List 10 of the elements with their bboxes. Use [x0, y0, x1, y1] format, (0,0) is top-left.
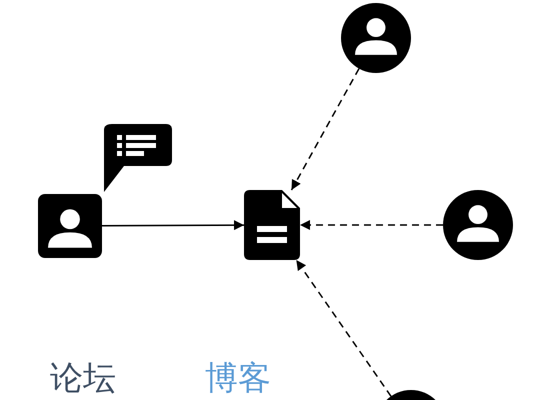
caption-text: 博客 — [205, 360, 271, 396]
arrow — [300, 220, 443, 230]
caption-text: 论坛 — [50, 360, 116, 396]
user-icon — [443, 190, 513, 260]
arrow — [102, 220, 244, 230]
arrow — [290, 68, 360, 190]
document-icon — [244, 190, 300, 260]
arrow — [296, 260, 392, 397]
user-icon — [341, 3, 411, 73]
user-icon — [38, 194, 102, 258]
